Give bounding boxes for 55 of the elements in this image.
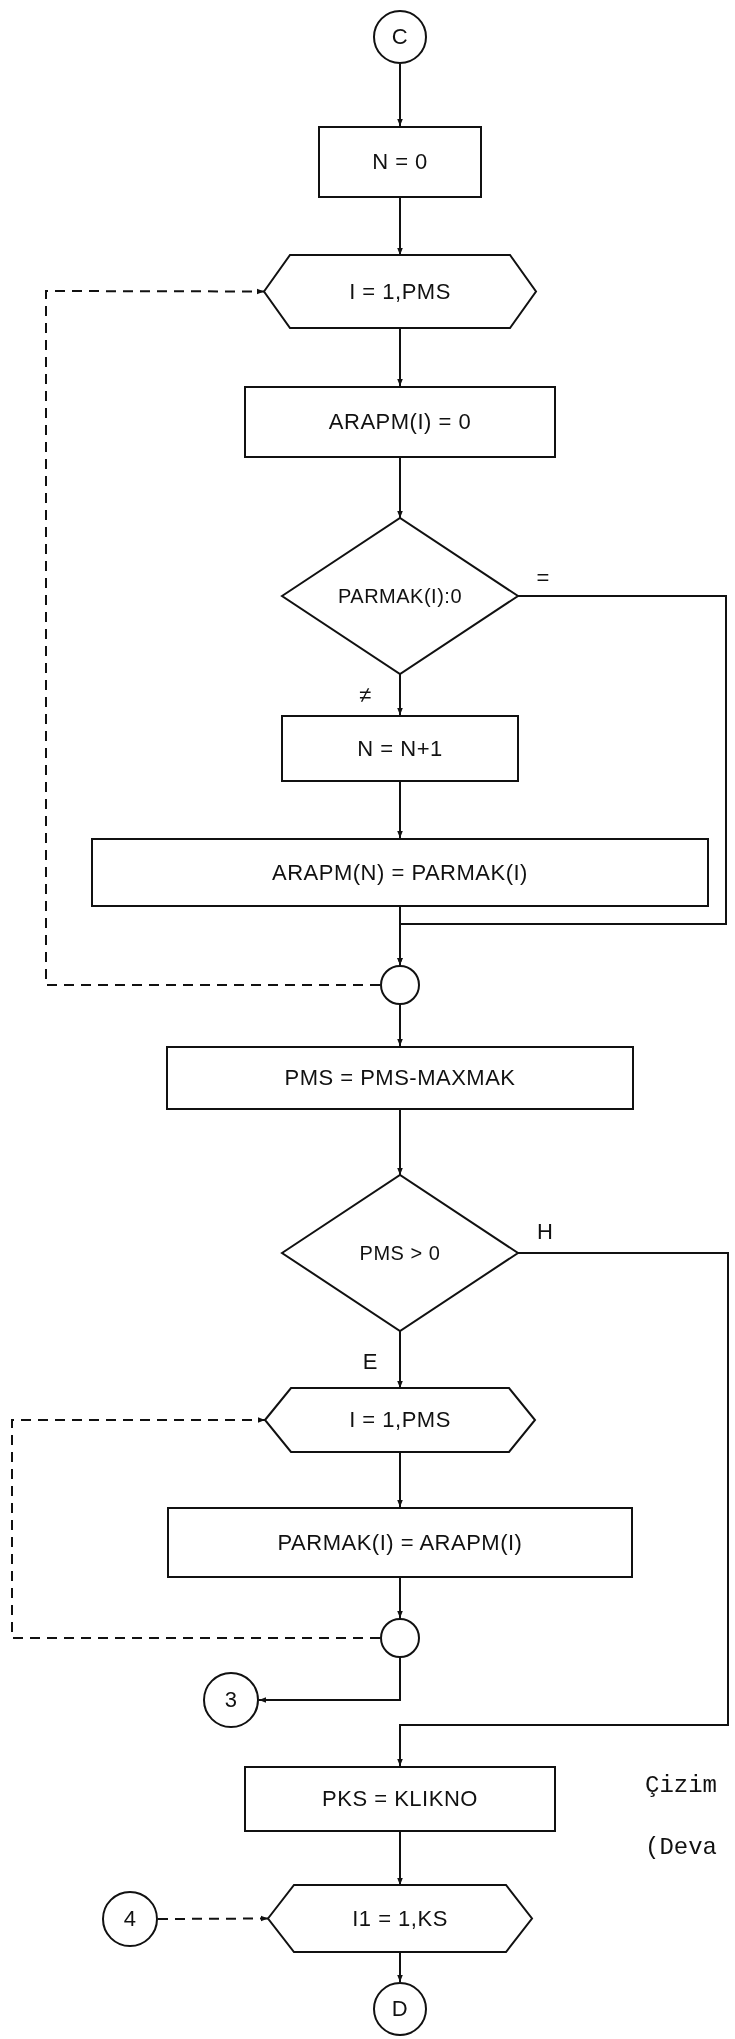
arrow — [397, 1831, 403, 1886]
connector-circle — [380, 1618, 420, 1658]
arrow — [397, 63, 403, 127]
arrow — [397, 1252, 729, 1767]
arrow — [397, 1451, 403, 1508]
arrow — [397, 673, 403, 716]
node-text: 3 — [224, 1687, 238, 1713]
dashed-arrow — [157, 1915, 269, 1922]
arrow — [397, 1330, 403, 1389]
node-text: D — [391, 1996, 409, 2022]
node-text: N = 0 — [372, 149, 428, 175]
node-text: I = 1,PMS — [349, 1407, 451, 1433]
node-text: ARAPM(I) = 0 — [328, 409, 472, 435]
connector-circle — [102, 1891, 158, 1947]
node-text: I = 1,PMS — [349, 278, 451, 305]
dashed-arrow — [11, 1417, 381, 1639]
node-text: C — [391, 24, 409, 50]
process-box — [167, 1507, 633, 1578]
process-box — [244, 386, 556, 458]
arrow — [258, 1657, 401, 1703]
caption-text: (Deva — [645, 1834, 717, 1861]
connector-circle — [380, 965, 420, 1005]
connector-circle — [373, 10, 427, 64]
process-box — [281, 715, 519, 782]
arrow — [397, 457, 403, 519]
node-text: N = N+1 — [357, 735, 443, 762]
process-box — [166, 1046, 634, 1110]
arrow — [397, 781, 403, 839]
caption-text: Çizim — [645, 1772, 717, 1799]
arrow — [397, 327, 403, 387]
arrow — [397, 1109, 403, 1176]
loop-hexagon — [265, 1388, 535, 1452]
arrow — [397, 595, 727, 966]
node-text: PMS > 0 — [359, 1241, 441, 1265]
connector-circle — [373, 1982, 427, 2036]
process-box — [91, 838, 709, 907]
node-text: ARAPM(N) = PARMAK(I) — [272, 859, 528, 886]
node-text: PMS = PMS-MAXMAK — [284, 1065, 516, 1091]
arrow — [397, 1951, 403, 1983]
process-box — [244, 1766, 556, 1832]
connector-circle — [203, 1672, 259, 1728]
loop-hexagon — [268, 1885, 532, 1952]
arrow — [397, 1577, 403, 1619]
node-text: PARMAK(I) = ARAPM(I) — [277, 1529, 523, 1556]
decision-diamond — [282, 1175, 518, 1331]
node-text: I1 = 1,KS — [352, 1905, 448, 1932]
node-text: PKS = KLIKNO — [322, 1786, 478, 1812]
node-text: PARMAK(I):0 — [337, 584, 462, 608]
node-text: 4 — [123, 1906, 137, 1932]
dashed-arrow — [45, 288, 381, 986]
arrow — [397, 1004, 403, 1047]
arrow — [397, 197, 403, 256]
decision-diamond — [282, 518, 518, 674]
process-box — [318, 126, 482, 198]
loop-hexagon — [264, 255, 536, 328]
